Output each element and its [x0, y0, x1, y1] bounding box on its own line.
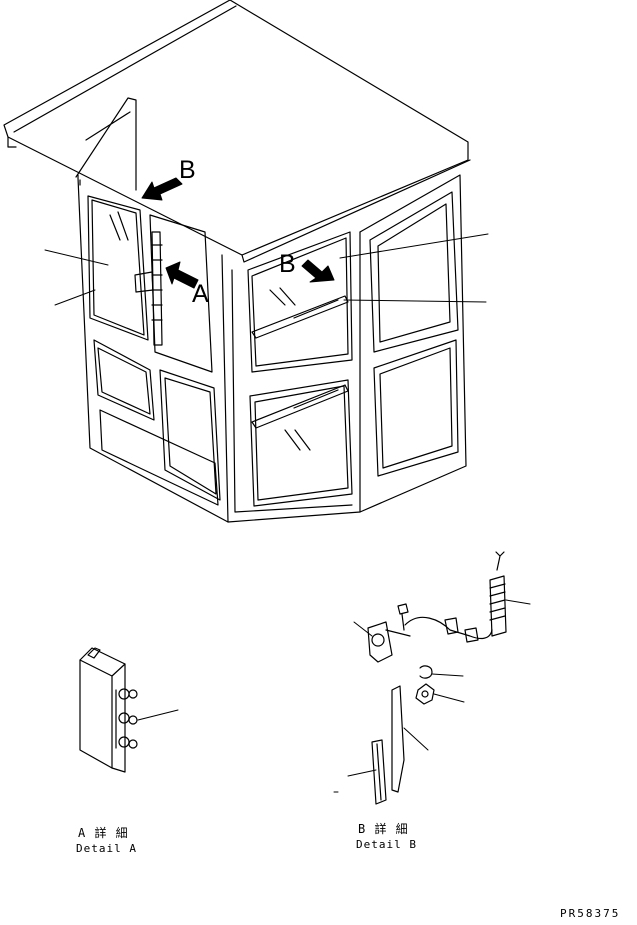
leader-lines-main	[44, 233, 489, 306]
callout-b-right: B	[279, 250, 297, 278]
cab-right-side	[359, 174, 467, 513]
callout-b-upper: B	[179, 156, 197, 184]
cab-front	[109, 211, 361, 523]
arrow-a-icon	[165, 261, 199, 289]
detail-a-title-en: Detail A	[76, 842, 137, 855]
detail-a-title-jp: A 詳 細	[78, 826, 129, 840]
arrow-b-right-icon	[301, 259, 335, 283]
drawing-code: PR58375	[560, 907, 621, 920]
detail-a-drawing	[79, 647, 179, 773]
arrow-b-upper-icon	[141, 177, 183, 201]
detail-b-title-en: Detail B	[356, 838, 417, 851]
cab-roof	[3, 0, 471, 263]
detail-b-title-jp: B 詳 細	[358, 822, 409, 836]
switch-column	[134, 231, 163, 346]
cab-left-side	[75, 97, 229, 523]
detail-b-drawing	[333, 551, 531, 805]
callout-a: A	[192, 280, 210, 308]
